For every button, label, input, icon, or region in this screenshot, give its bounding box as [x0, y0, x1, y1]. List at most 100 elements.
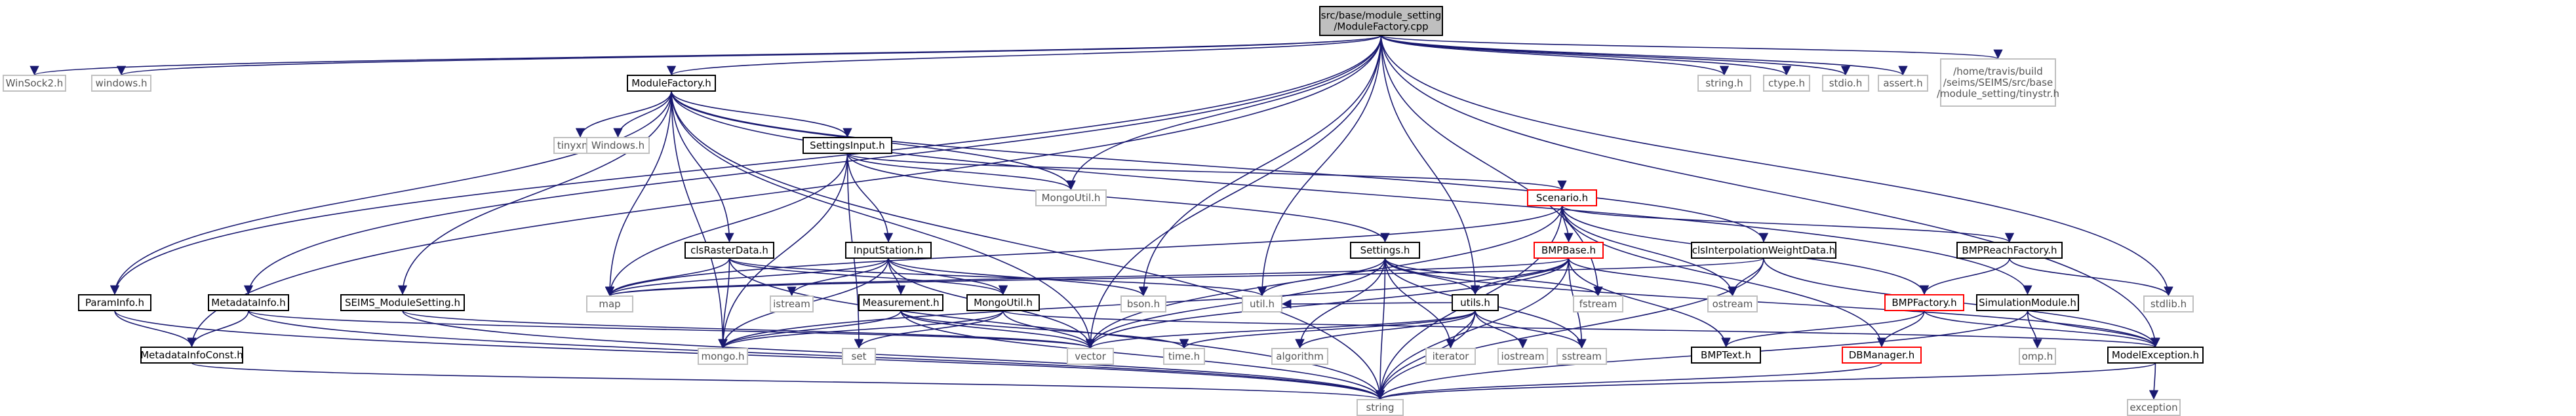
node-bson: bson.h — [1120, 295, 1166, 312]
edge-bmpreach-to-stdlib — [2009, 257, 2173, 297]
node-exception: exception — [2127, 399, 2181, 416]
edge-group-42 — [1561, 205, 1887, 348]
node-label-stdio-h: stdio.h — [1829, 77, 1863, 89]
node-label-modulefactory-h: ModuleFactory.h — [631, 77, 711, 89]
edge-group-92 — [900, 310, 1385, 400]
node-label-tinystr-line-2: /module_setting/tinystr.h — [1937, 88, 2059, 100]
edge-group-67 — [1384, 257, 2160, 348]
edge-group-28 — [671, 90, 1096, 349]
edge-group-43 — [1561, 205, 1737, 297]
edge-modulefactory-h-to-clsraster — [671, 90, 734, 243]
node-box-dbmanager — [1842, 347, 1922, 364]
edge-group-54 — [787, 257, 889, 297]
node-box-bmpbase — [1534, 242, 1604, 259]
node-box-stdlib — [2143, 295, 2194, 312]
edge-simmodule-to-omp — [2027, 310, 2042, 349]
edge-group-111 — [1376, 362, 1882, 400]
node-label-string: string — [1366, 402, 1394, 413]
edge-group-61 — [1384, 257, 1603, 297]
edge-modulefactory-h-to-windows-uc — [613, 90, 672, 138]
node-stdlib: stdlib.h — [2143, 295, 2194, 312]
node-box-ctype-h — [1763, 75, 1810, 92]
edge-group-88 — [402, 310, 1095, 349]
node-iostream: iostream — [1497, 348, 1548, 365]
edge-modulefactory-h-to-mongo — [671, 90, 728, 349]
node-bmpfactory: BMPFactory.h — [1884, 294, 1964, 311]
edge-group-3 — [1380, 35, 1729, 76]
node-label-fstream: fstream — [1579, 298, 1617, 310]
edge-bmpbase-to-ostream — [1568, 257, 1737, 297]
node-box-string — [1357, 399, 1404, 416]
edge-mongoutil-h2-to-mongo — [718, 310, 1004, 349]
edge-group-94 — [854, 310, 1004, 349]
edge-settings-to-modexc — [1384, 257, 2160, 348]
node-istream: istream — [770, 295, 814, 312]
edge-group-81 — [2009, 257, 2173, 297]
node-stdio-h: stdio.h — [1822, 75, 1869, 92]
edge-clsraster-to-util — [728, 257, 1267, 297]
edge-group-63 — [1085, 257, 1386, 349]
node-box-settingsinput — [803, 137, 892, 154]
node-box-algorithm — [1271, 348, 1328, 365]
edge-scenario-to-ostream — [1561, 205, 1737, 297]
node-box-string-h — [1697, 75, 1751, 92]
edge-modulefactory-h-to-seims-ms — [397, 90, 672, 295]
node-box-tinystr — [1940, 58, 2056, 107]
node-box-fstream — [1573, 295, 1623, 312]
node-map: map — [586, 295, 633, 312]
node-label-clsraster: clsRasterData.h — [690, 244, 768, 256]
edge-clsinterp-to-ostream — [1728, 257, 1764, 297]
node-box-settings — [1350, 242, 1420, 259]
edge-root-to-string-h — [1380, 35, 1729, 76]
edge-group-112 — [2149, 362, 2159, 400]
edge-group-17 — [1380, 35, 2160, 348]
node-ostream: ostream — [1707, 295, 1758, 312]
node-layer: src/base/module_setting/ModuleFactory.cp… — [3, 6, 2204, 416]
node-label-modexc: ModelException.h — [2112, 349, 2199, 361]
edge-root-to-assert-h — [1380, 35, 1908, 76]
node-bmpbase: BMPBase.h — [1534, 242, 1604, 259]
node-set: set — [842, 348, 876, 365]
node-box-bmptext — [1691, 347, 1761, 364]
node-box-windows-lc — [91, 75, 151, 92]
edge-settingsinput-to-scenario — [846, 153, 1567, 191]
edge-group-23 — [397, 90, 672, 295]
node-dbmanager: DBManager.h — [1842, 347, 1922, 364]
node-label-settingsinput: SettingsInput.h — [810, 140, 885, 151]
edge-group-68 — [1470, 257, 1570, 295]
node-box-mongo — [698, 348, 748, 365]
edge-root-to-paraminfo — [109, 35, 1382, 295]
node-box-measurement — [858, 294, 943, 311]
edge-modulefactory-h-to-tinyxml — [575, 90, 672, 138]
node-time: time.h — [1163, 348, 1205, 365]
edge-group-91 — [900, 310, 1189, 349]
node-assert-h: assert.h — [1878, 75, 1928, 92]
edge-group-25 — [604, 90, 672, 297]
edge-group-84 — [187, 310, 249, 348]
edge-metaconst-to-string — [191, 362, 1385, 400]
node-label-winsock: WinSock2.h — [6, 77, 64, 89]
node-label-settings: Settings.h — [1360, 244, 1410, 256]
node-simmodule: SimulationModule.h — [1976, 294, 2079, 311]
edge-group-59 — [1257, 257, 1386, 297]
edge-inputstation-to-istream — [787, 257, 889, 297]
edge-clsraster-to-mongo — [718, 257, 730, 349]
node-label-time: time.h — [1168, 350, 1200, 362]
edge-group-18 — [1085, 35, 1382, 349]
node-label-util: util.h — [1250, 298, 1275, 310]
edge-scenario-to-bmpreach — [1561, 205, 2014, 243]
node-box-bson — [1120, 295, 1166, 312]
edge-group-62 — [1375, 257, 1386, 400]
node-box-metaconst — [140, 347, 243, 364]
edge-settings-to-vector — [1085, 257, 1386, 349]
node-label-string-h: string.h — [1705, 77, 1743, 89]
edge-group-101 — [1179, 310, 1476, 349]
node-label-windows-uc: Windows.h — [591, 140, 644, 151]
edge-group-57 — [888, 257, 1149, 297]
edge-group-2 — [667, 35, 1382, 76]
node-box-simmodule — [1976, 294, 2079, 311]
edge-group-93 — [718, 310, 1004, 349]
edge-utils-to-sstream — [1475, 310, 1587, 349]
edge-group-40 — [1561, 205, 2014, 243]
